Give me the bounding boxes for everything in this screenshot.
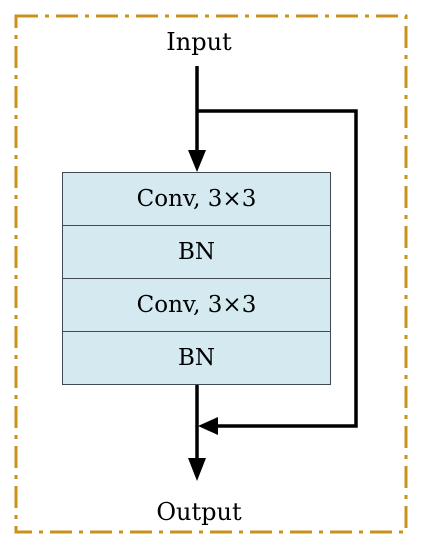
bn-layer-1-label: BN (177, 239, 216, 265)
conv-layer-2-label: Conv, 3×3 (136, 292, 257, 318)
bn-layer-1: BN (62, 226, 331, 279)
outer-dashed-frame (14, 14, 408, 534)
skip-connection (197, 109, 358, 428)
input-arrowhead (188, 150, 206, 172)
conv-layer-1: Conv, 3×3 (62, 172, 331, 226)
conv-layer-1-label: Conv, 3×3 (136, 186, 257, 212)
bn-layer-2-label: BN (177, 345, 216, 371)
output-arrowhead (188, 458, 206, 481)
bn-layer-2: BN (62, 332, 331, 385)
input-label: Input (166, 28, 232, 56)
output-label: Output (156, 498, 242, 526)
skip-arrowhead (198, 417, 218, 435)
conv-layer-2: Conv, 3×3 (62, 279, 331, 332)
